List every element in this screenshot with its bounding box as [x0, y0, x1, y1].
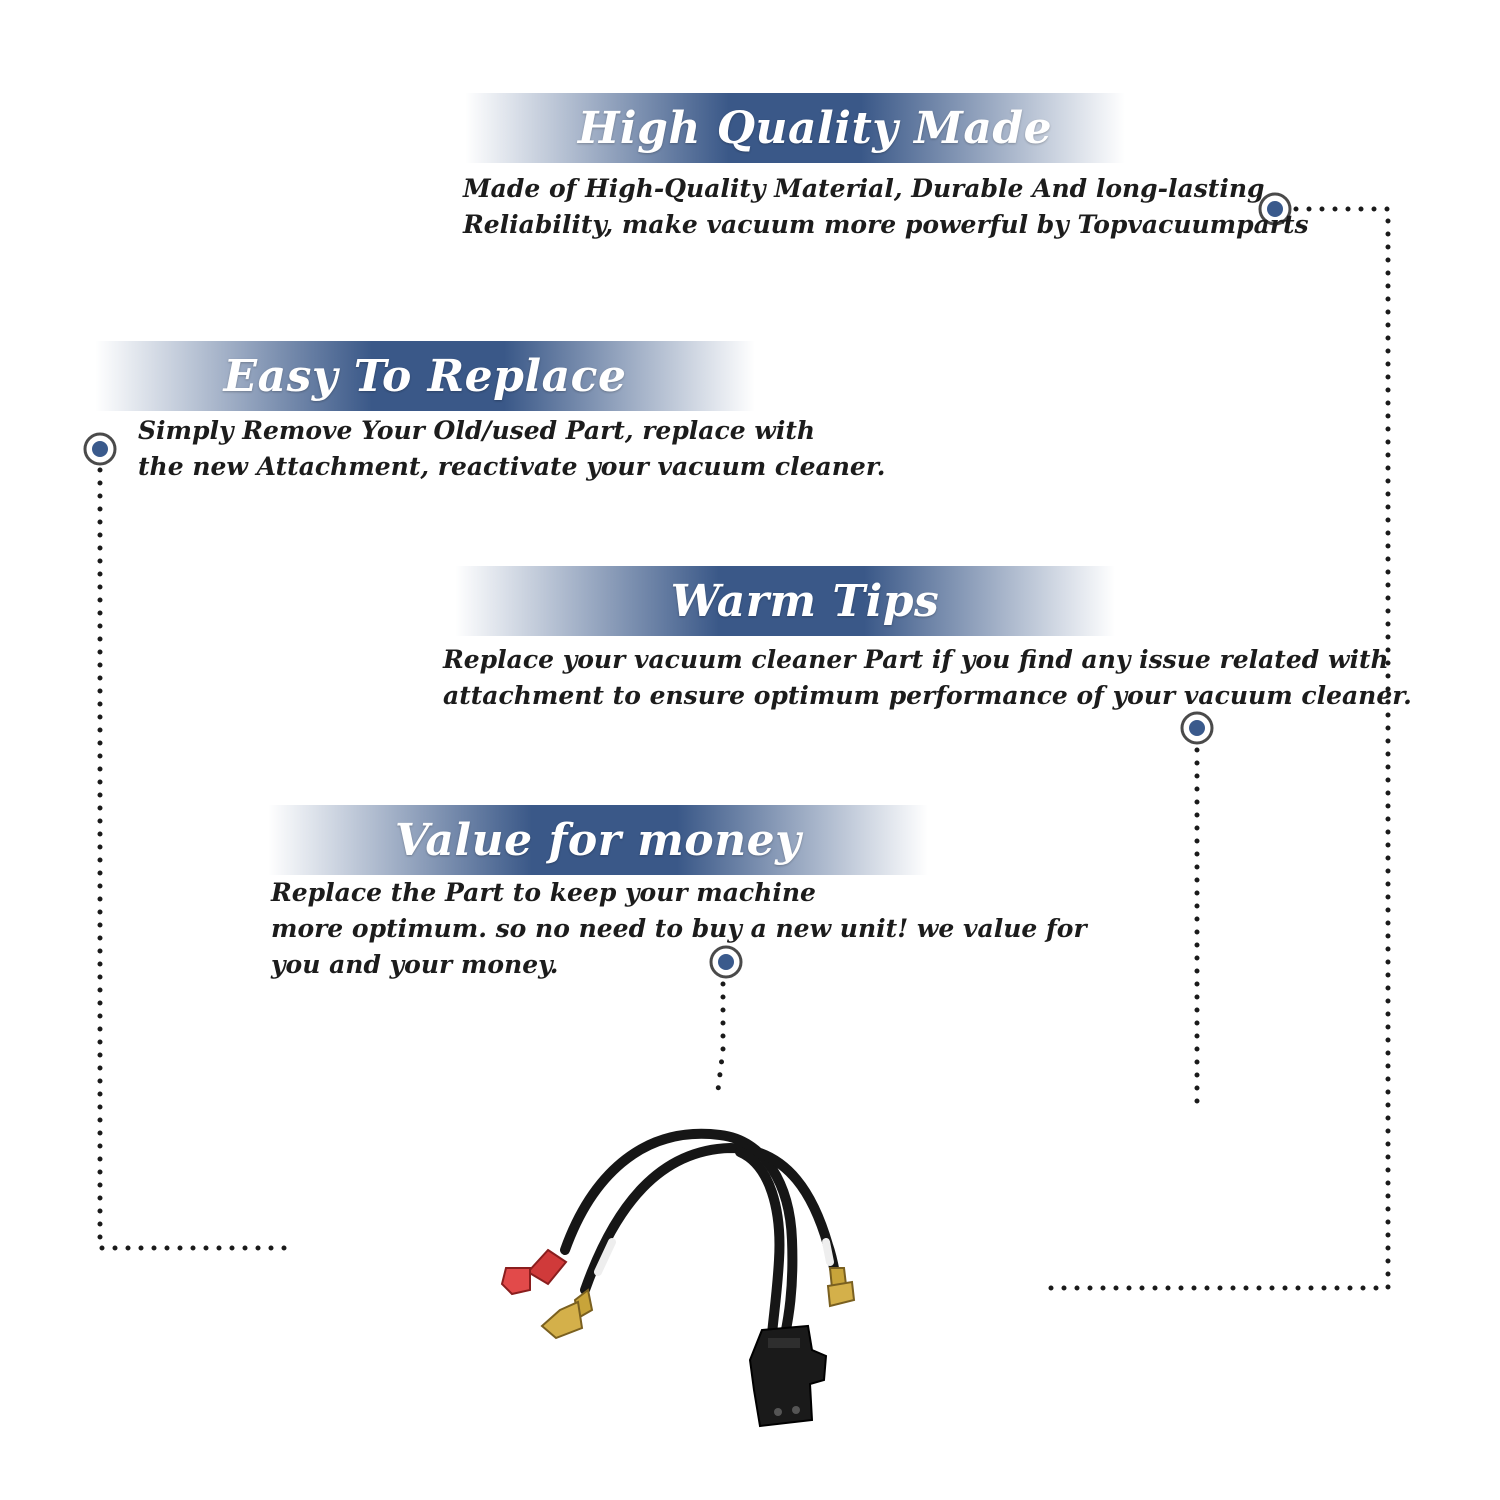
banner-high-quality-made: High Quality Made — [465, 93, 1125, 163]
brass-terminal-right-icon — [826, 1267, 856, 1308]
desc-line: Replace the Part to keep your machine — [271, 878, 816, 907]
desc-line: the new Attachment, reactivate your vacu… — [138, 452, 886, 481]
plug-connector-icon — [748, 1324, 828, 1428]
banner-value-for-money: Value for money — [268, 805, 928, 875]
desc-line: Reliability, make vacuum more powerful b… — [463, 210, 1309, 239]
desc-line: Simply Remove Your Old/used Part, replac… — [138, 416, 816, 445]
connector-value-money — [715, 981, 726, 1093]
banner-warm-tips: Warm Tips — [455, 566, 1115, 636]
desc-line: more optimum. so no need to buy a new un… — [271, 914, 1087, 943]
desc-line: you and your money. — [271, 950, 559, 979]
marker-high-quality-icon — [1258, 192, 1292, 226]
desc-value-for-money: Replace the Part to keep your machine mo… — [271, 875, 1087, 983]
desc-easy-to-replace: Simply Remove Your Old/used Part, replac… — [138, 413, 885, 485]
marker-easy-replace-icon — [83, 432, 117, 466]
red-terminal-icon — [500, 1248, 568, 1296]
connector-easy-replace — [97, 467, 299, 1251]
desc-warm-tips: Replace your vacuum cleaner Part if you … — [443, 642, 1412, 714]
brass-terminal-icon — [540, 1288, 594, 1340]
desc-line: Made of High-Quality Material, Durable A… — [463, 174, 1265, 203]
desc-line: attachment to ensure optimum performance… — [443, 681, 1412, 710]
banner-easy-to-replace: Easy To Replace — [95, 341, 755, 411]
marker-warm-tips-icon — [1180, 711, 1214, 745]
desc-high-quality-made: Made of High-Quality Material, Durable A… — [463, 171, 1309, 243]
desc-line: Replace your vacuum cleaner Part if you … — [443, 645, 1389, 674]
marker-value-money-icon — [709, 945, 743, 979]
